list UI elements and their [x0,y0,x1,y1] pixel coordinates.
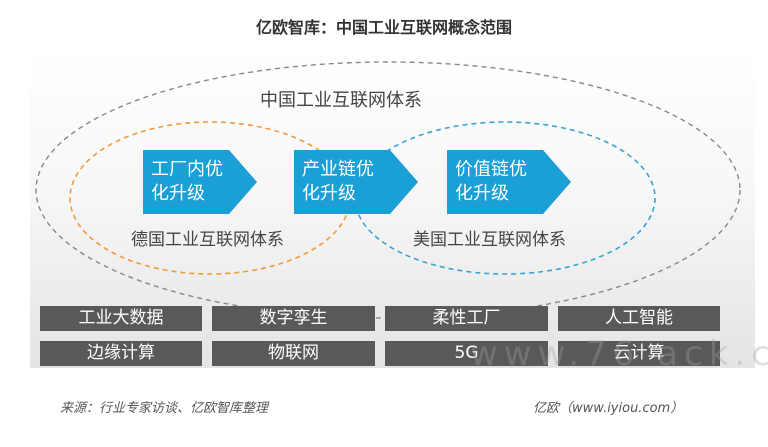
germany-system-label: 德国工业互联网体系 [131,230,284,250]
china-system-label: 中国工业互联网体系 [260,90,422,111]
arrow-text-line2: 化升级 [302,183,356,204]
arrow-text-line1: 工厂内优 [151,159,223,180]
arrow-text-line1: 产业链优 [302,159,374,180]
industry-chain-upgrade-arrow: 产业链优 化升级 [294,150,418,214]
tag-iot: 物联网 [212,341,375,366]
source-note: 来源：行业专家访谈、亿欧智库整理 [60,401,269,416]
tag-flexible-factory: 柔性工厂 [385,306,548,331]
tag-big-data: 工业大数据 [40,306,202,331]
page-title: 亿欧智库：中国工业互联网概念范围 [255,18,512,37]
tag-ai: 人工智能 [558,306,720,331]
tag-edge-computing: 边缘计算 [40,341,202,366]
usa-system-label: 美国工业互联网体系 [413,230,566,250]
tag-5g: 5G [385,341,548,366]
arrow-text-line1: 价值链优 [455,159,527,180]
factory-upgrade-arrow: 工厂内优 化升级 [143,150,257,214]
tag-digital-twin: 数字孪生 [212,306,375,331]
tag-cloud-computing: 云计算 [558,341,720,366]
site-credit: 亿欧（www.iyiou.com） [533,401,684,416]
watermark: www.76 ack.co [470,334,768,374]
value-chain-upgrade-arrow: 价值链优 化升级 [447,150,571,214]
arrow-text-line2: 化升级 [151,183,205,204]
arrow-text-line2: 化升级 [455,183,509,204]
